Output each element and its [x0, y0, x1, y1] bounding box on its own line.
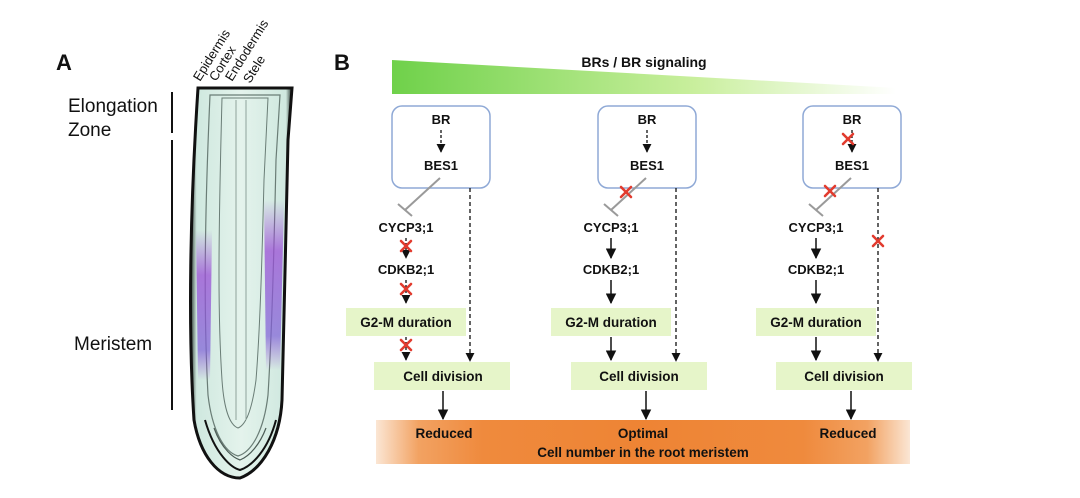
panel-a-letter: A [56, 50, 72, 75]
block-x-icon [619, 185, 633, 199]
cdkb-label: CDKB2;1 [788, 262, 844, 277]
band-caption: Cell number in the root meristem [537, 445, 749, 460]
cell-division-label: Cell division [403, 369, 483, 384]
br-signaling-gradient [392, 60, 896, 94]
block-x-icon [841, 132, 855, 146]
root-micrograph [189, 86, 294, 480]
zone-label-zone: Zone [68, 120, 111, 141]
cell-number-band [376, 420, 910, 464]
g2m-label: G2-M duration [565, 315, 657, 330]
br-label: BR [638, 112, 657, 127]
g2m-box [756, 308, 876, 336]
column-3: BR BES1 CYCP3;1 CDKB2;1 G2-M duration Ce… [756, 105, 912, 421]
g2m-label: G2-M duration [770, 315, 862, 330]
block-x-icon [871, 234, 885, 248]
bes1-label: BES1 [630, 158, 664, 173]
cycp-label: CYCP3;1 [379, 220, 434, 235]
outcome-label-1: Reduced [415, 426, 472, 441]
zone-label-meristem: Meristem [74, 334, 152, 355]
cycp-label: CYCP3;1 [584, 220, 639, 235]
bes1-label: BES1 [835, 158, 869, 173]
g2m-box [346, 308, 466, 336]
block-x-icon [399, 338, 413, 352]
br-label: BR [843, 112, 862, 127]
panel-b-letter: B [334, 50, 350, 75]
block-x-icon [823, 184, 837, 198]
column-2: BR BES1 CYCP3;1 CDKB2;1 G2-M duration Ce… [551, 105, 707, 421]
block-x-icon [399, 282, 413, 296]
cell-division-box [571, 362, 707, 390]
zone-label-elongation: Elongation [68, 96, 158, 117]
cell-division-label: Cell division [804, 369, 884, 384]
br-label: BR [432, 112, 451, 127]
g2m-label: G2-M duration [360, 315, 452, 330]
column-1: BR BES1 CYCP3;1 CDKB2;1 G2-M duration Ce… [346, 105, 510, 421]
gradient-title: BRs / BR signaling [581, 54, 706, 70]
cdkb-label: CDKB2;1 [378, 262, 434, 277]
g2m-box [551, 308, 671, 336]
cell-division-box [776, 362, 912, 390]
bes1-label: BES1 [424, 158, 458, 173]
cell-division-label: Cell division [599, 369, 679, 384]
block-x-icon [399, 239, 413, 253]
cdkb-label: CDKB2;1 [583, 262, 639, 277]
cell-division-box [374, 362, 510, 390]
outcome-label-3: Reduced [819, 426, 876, 441]
cycp-label: CYCP3;1 [789, 220, 844, 235]
outcome-label-2: Optimal [618, 426, 668, 441]
